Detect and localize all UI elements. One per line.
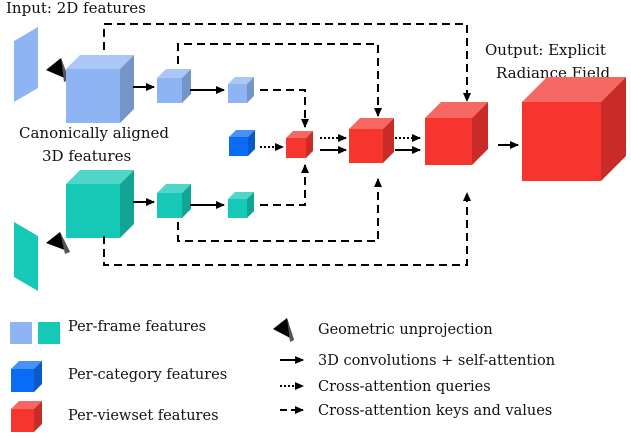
frame-feature-cube-teal-small [228,192,254,218]
frame-feature-cube-blue-small [228,77,254,103]
legend-per-viewset-label: Per-viewset features [68,408,219,424]
canonical-label-line2: 3D features [42,147,131,165]
solid-arrows [133,83,519,209]
viewset-feature-cube-large [425,102,488,165]
input-label: Input: 2D features [6,0,146,17]
frame-feature-cube-teal-large [66,170,134,238]
legend-convolutions-label: 3D convolutions + self-attention [318,353,555,369]
legend-unprojection-label: Geometric unprojection [318,322,493,338]
dashed-arrow [260,89,309,128]
input-image-plane-top [14,27,38,102]
input-image-plane-bottom [14,222,38,291]
legend-per-viewset-cube-icon [11,401,42,432]
unprojection-cone-icon-top [46,58,69,82]
viewset-feature-cube-medium [349,118,394,163]
legend-cross-kv-label: Cross-attention keys and values [318,403,552,419]
canonical-label-line1: Canonically aligned [19,124,169,142]
legend-cross-queries-label: Cross-attention queries [318,379,491,395]
dashed-arrows [103,23,471,266]
category-feature-cube [229,130,255,156]
unprojection-cone-icon-bottom [46,232,70,254]
viewset-feature-cube-small [286,131,313,158]
dotted-arrows [260,134,421,151]
frame-feature-cube-blue-medium [157,69,191,103]
frame-feature-cube-blue-large [66,55,134,123]
legend-per-category-label: Per-category features [68,367,227,383]
legend-per-frame-teal-swatch [38,322,60,344]
legend-per-category-cube-icon [11,361,42,392]
dashed-arrow [103,23,471,102]
legend-per-frame-label: Per-frame features [68,319,206,335]
dashed-arrow [260,164,309,206]
legend-per-frame-blue-swatch [10,322,32,344]
radiance-field-cube [522,77,626,181]
dashed-arrow [177,43,382,117]
frame-feature-cube-teal-medium [157,184,191,218]
legend: Per-frame features Per-category features… [10,318,555,432]
dashed-arrow [177,178,382,242]
dashed-arrow [103,192,471,266]
legend-cone-icon [273,318,294,342]
output-label-line1: Output: Explicit [485,41,606,59]
